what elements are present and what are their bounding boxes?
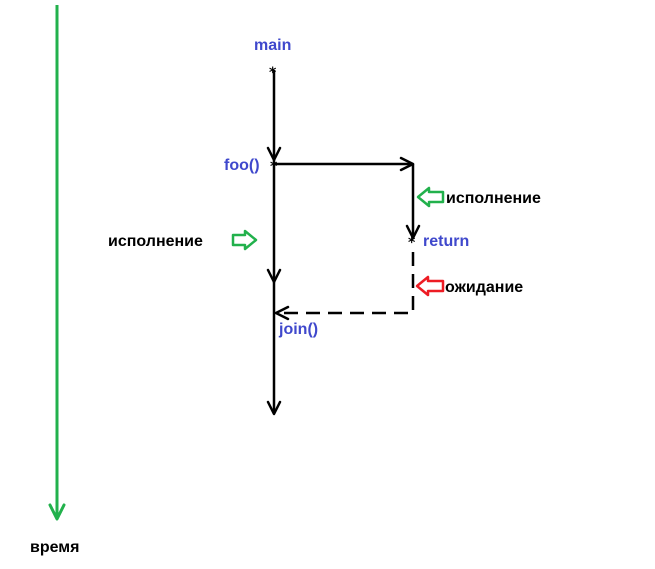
spawned-thread <box>274 156 421 240</box>
join-dashed-line <box>276 252 415 315</box>
exec-right-arrow-icon <box>416 186 445 208</box>
return-marker: * <box>408 235 416 251</box>
join-label: join() <box>278 321 318 338</box>
return-label: return <box>423 233 469 250</box>
time-axis-arrowhead-icon <box>48 503 66 521</box>
main-thread-arrowhead-1-icon <box>266 146 282 162</box>
time-axis-label: время <box>30 539 79 556</box>
exec-left-arrow-icon <box>231 229 258 251</box>
main-thread-arrowhead-2-icon <box>266 268 282 284</box>
foo-call-marker: * <box>270 159 278 175</box>
main-start-marker: * <box>269 65 277 81</box>
exec-right-label: исполнение <box>446 190 541 207</box>
waiting-label: ожидание <box>445 279 523 296</box>
main-label: main <box>254 37 291 54</box>
wait-arrow-icon <box>415 275 445 297</box>
foo-thread-arrowhead-icon <box>405 224 421 240</box>
exec-left-label: исполнение <box>108 233 203 250</box>
foo-call-label: foo() <box>224 157 260 174</box>
main-thread-arrowhead-end-icon <box>266 400 282 416</box>
time-axis <box>48 5 66 521</box>
join-wait-path <box>274 252 415 321</box>
join-arrowhead-icon <box>274 305 290 321</box>
main-thread <box>266 70 282 416</box>
